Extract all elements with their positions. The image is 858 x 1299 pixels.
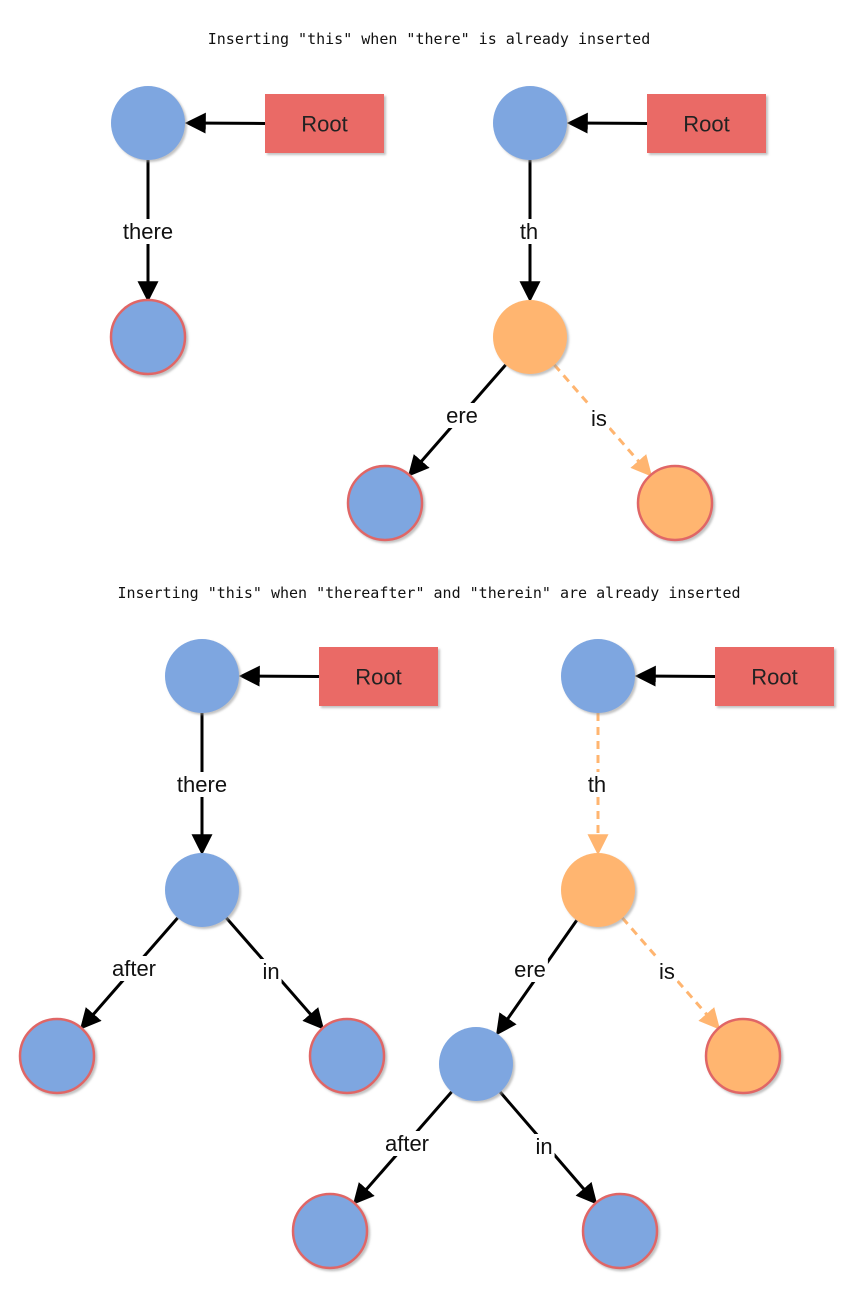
- new-trie-node: [561, 853, 635, 927]
- trie-node: [111, 86, 185, 160]
- root-box: [715, 647, 834, 706]
- trie-node: [165, 639, 239, 713]
- edge-label-group: after: [382, 1131, 432, 1156]
- edge-label-group: is: [657, 959, 677, 984]
- edge-label-group: there: [120, 219, 176, 244]
- edge-label-background: [657, 959, 677, 984]
- trie-node-terminal: [581, 1192, 659, 1270]
- edge-label-background: [533, 1134, 555, 1159]
- trie-node-terminal: [18, 1017, 96, 1095]
- edge-label-group: is: [589, 406, 609, 431]
- edge-label: after: [385, 1131, 429, 1156]
- root-label: Root: [355, 665, 401, 690]
- edge-label-group: th: [585, 772, 609, 797]
- trie-node: [493, 86, 567, 160]
- edge-label-group: there: [174, 772, 230, 797]
- root-box: [265, 94, 384, 153]
- edge-label: in: [262, 959, 279, 984]
- edge-label-background: [174, 772, 230, 797]
- root-box: [647, 94, 766, 153]
- trie-node: [561, 639, 635, 713]
- top-caption: Inserting "this" when "there" is already…: [207, 30, 651, 48]
- edge-label: there: [123, 219, 173, 244]
- edge-label: in: [535, 1134, 552, 1159]
- new-trie-node-terminal: [704, 1017, 782, 1095]
- edge-label-group: ere: [512, 957, 548, 982]
- trie-node: [165, 853, 239, 927]
- root-pointer-arrow: [238, 665, 320, 687]
- edge-label-background: [260, 959, 282, 984]
- root-pointer-arrow: [566, 112, 648, 134]
- edge-label-background: [512, 957, 548, 982]
- edge-label: th: [588, 772, 606, 797]
- edge-label: th: [520, 219, 538, 244]
- edge-label-background: [120, 219, 176, 244]
- edge-label: ere: [514, 957, 546, 982]
- edge-label-group: ere: [444, 403, 480, 428]
- edge-label-group: th: [517, 219, 541, 244]
- trie-node-terminal: [109, 298, 187, 376]
- edge-label: is: [591, 406, 607, 431]
- root-pointer-arrow: [634, 665, 716, 687]
- edge-label-group: in: [260, 959, 282, 984]
- edge-label-background: [585, 772, 609, 797]
- edge-label-background: [444, 403, 480, 428]
- trie-node-terminal: [291, 1192, 369, 1270]
- trie-bottom-right: [352, 665, 721, 1205]
- root-label: Root: [683, 112, 729, 137]
- root-box: [319, 647, 438, 706]
- root-label: Root: [301, 112, 347, 137]
- edge-label-background: [589, 406, 609, 431]
- edge-label-group: in: [533, 1134, 555, 1159]
- trie-node-terminal: [308, 1017, 386, 1095]
- edge-label: there: [177, 772, 227, 797]
- edge-label-background: [382, 1131, 432, 1156]
- bottom-caption: Inserting "this" when "thereafter" and "…: [117, 584, 741, 602]
- root-label: Root: [751, 665, 797, 690]
- new-trie-node: [493, 300, 567, 374]
- trie-node: [439, 1027, 513, 1101]
- edge-label-background: [517, 219, 541, 244]
- edge-label-group: after: [109, 956, 159, 981]
- trie-node-terminal: [346, 464, 424, 542]
- edge-label: is: [659, 959, 675, 984]
- new-trie-node-terminal: [636, 464, 714, 542]
- edge-label-background: [109, 956, 159, 981]
- edge-label: after: [112, 956, 156, 981]
- root-pointer-arrow: [184, 112, 266, 134]
- edge-label: ere: [446, 403, 478, 428]
